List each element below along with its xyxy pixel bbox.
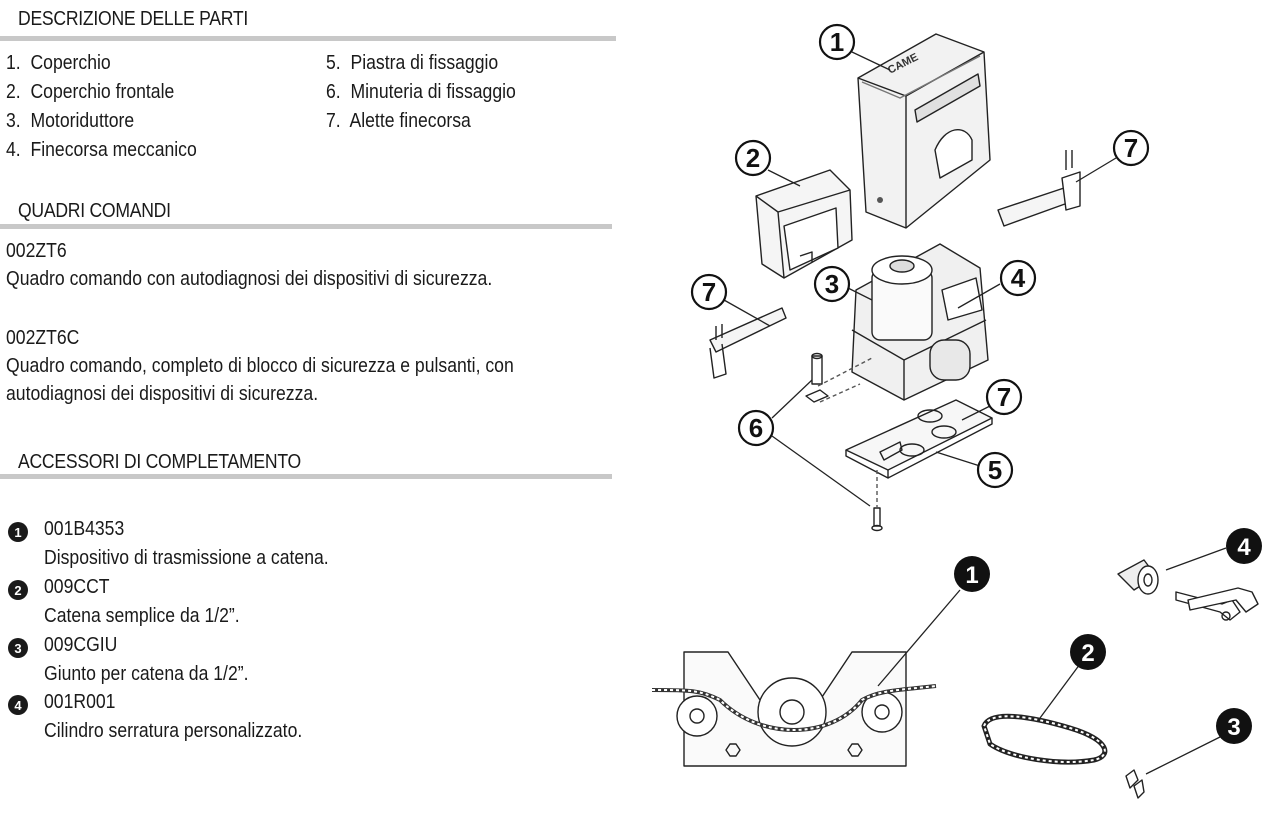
chain-drawing [981, 663, 1108, 765]
assembly-lines [817, 357, 878, 508]
accessory-callout-4: 4 [1226, 528, 1262, 564]
section-divider [0, 36, 616, 41]
chain-transmission-drawing [651, 589, 961, 767]
accessory-callout-1: 1 [954, 556, 990, 592]
svg-text:4: 4 [1237, 534, 1251, 561]
svg-text:7: 7 [702, 277, 716, 307]
accessory-badge-2: 2 [8, 580, 28, 600]
callout-1: 1 [818, 23, 856, 61]
panel-desc-2-line2: autodiagnosi dei dispositivi di sicurezz… [6, 383, 319, 405]
panel-code-2: 002ZT6C [6, 327, 80, 349]
part-item-3: 3. Motoriduttore [6, 110, 135, 132]
svg-text:4: 4 [1011, 263, 1026, 293]
svg-text:2: 2 [1081, 640, 1094, 667]
cover-drawing: CAME [857, 33, 991, 229]
callout-5: 5 [976, 451, 1014, 489]
part-item-1: 1. Coperchio [6, 52, 111, 74]
callout-2: 2 [734, 139, 772, 177]
callout-7c: 7 [985, 378, 1023, 416]
svg-text:1: 1 [830, 27, 844, 57]
panel-desc-2-line1: Quadro comando, completo di blocco di si… [6, 355, 514, 377]
panel-desc-1: Quadro comando con autodiagnosi dei disp… [6, 268, 493, 290]
part-item-7: 7. Alette finecorsa [326, 110, 471, 132]
svg-text:3: 3 [825, 269, 839, 299]
part-callouts: 1 2 3 4 5 6 7 7 7 [690, 23, 1150, 489]
accessory-code-1: 001B4353 [44, 518, 125, 540]
accessory-callout-3: 3 [1216, 708, 1252, 744]
part-item-6: 6. Minuteria di fissaggio [326, 81, 516, 103]
parts-section-title: DESCRIZIONE DELLE PARTI [18, 8, 248, 30]
leader-lines [723, 51, 1117, 507]
hardware-drawing [805, 352, 883, 532]
svg-text:5: 5 [988, 455, 1002, 485]
lock-cylinder-drawing [1117, 547, 1259, 621]
callout-6: 6 [737, 409, 775, 447]
exploded-diagram: CAME [620, 0, 1272, 808]
accessory-callout-2: 2 [1070, 634, 1106, 670]
section-divider [0, 474, 612, 479]
accessory-badge-4: 4 [8, 695, 28, 715]
part-item-2: 2. Coperchio frontale [6, 81, 175, 103]
svg-text:7: 7 [997, 382, 1011, 412]
accessory-badge-3: 3 [8, 638, 28, 658]
panels-section-title: QUADRI COMANDI [18, 200, 171, 222]
callout-7a: 7 [1112, 129, 1150, 167]
accessory-desc-3: Giunto per catena da 1/2”. [44, 663, 249, 685]
svg-text:2: 2 [746, 143, 760, 173]
svg-text:6: 6 [749, 413, 763, 443]
chain-joint-drawing [1125, 735, 1223, 799]
motor-drawing [851, 243, 989, 401]
limit-tabs-drawing [709, 150, 1081, 379]
accessory-callouts: 1 2 3 4 [954, 528, 1262, 744]
accessory-code-3: 009CGIU [44, 634, 118, 656]
accessory-code-4: 001R001 [44, 691, 116, 713]
diagram-svg: CAME [651, 23, 1262, 799]
svg-text:1: 1 [965, 562, 978, 589]
section-divider [0, 224, 612, 229]
accessory-desc-2: Catena semplice da 1/2”. [44, 605, 240, 627]
accessory-badge-1: 1 [8, 522, 28, 542]
accessory-code-2: 009CCT [44, 576, 110, 598]
svg-text:7: 7 [1124, 133, 1138, 163]
accessory-desc-4: Cilindro serratura personalizzato. [44, 720, 303, 742]
plate-drawing [845, 399, 993, 479]
accessory-desc-1: Dispositivo di trasmissione a catena. [44, 547, 329, 569]
front-cover-drawing [755, 169, 853, 279]
svg-text:3: 3 [1227, 714, 1240, 741]
part-item-4: 4. Finecorsa meccanico [6, 139, 197, 161]
callout-7b: 7 [690, 273, 728, 311]
accessories-section-title: ACCESSORI DI COMPLETAMENTO [18, 451, 301, 473]
callout-3: 3 [813, 265, 851, 303]
callout-4: 4 [999, 259, 1037, 297]
panel-code-1: 002ZT6 [6, 240, 67, 262]
text-column: DESCRIZIONE DELLE PARTI 1. Coperchio 2. … [0, 0, 620, 808]
part-item-5: 5. Piastra di fissaggio [326, 52, 499, 74]
